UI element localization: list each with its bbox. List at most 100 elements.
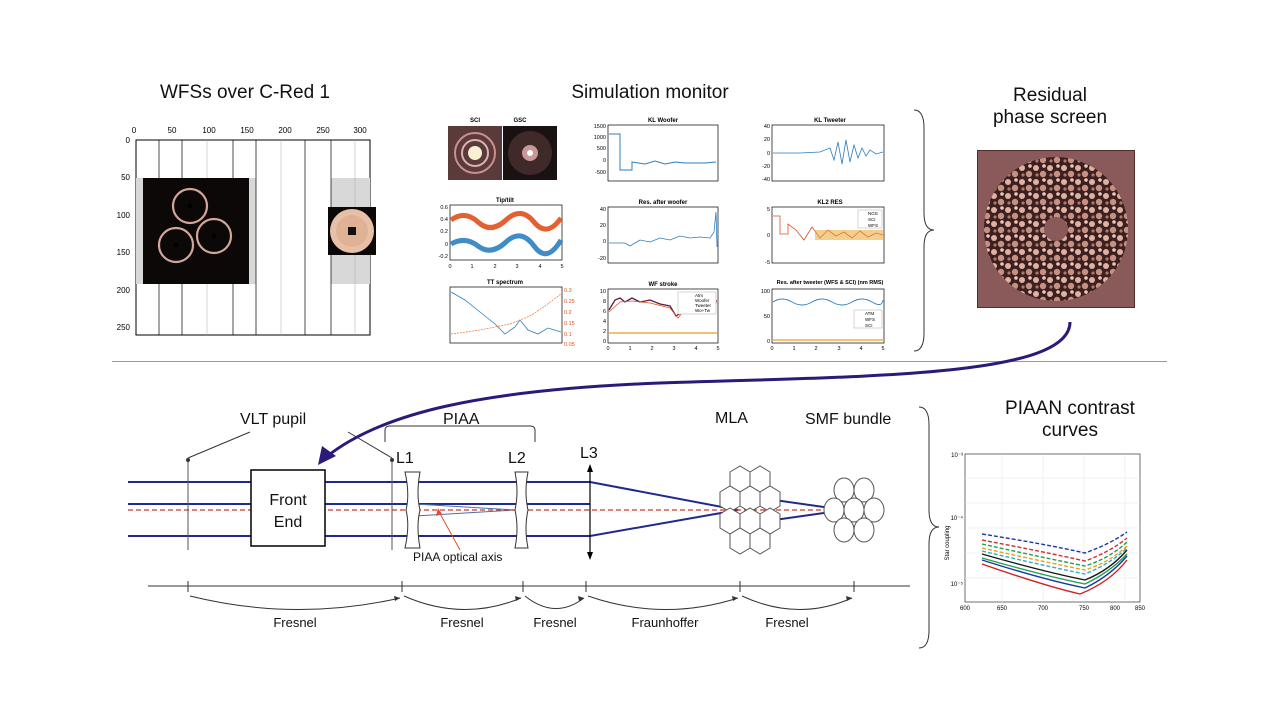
- ytick: -500: [595, 170, 606, 176]
- wfs-xtick: 300: [353, 126, 367, 135]
- legend-item: SCI: [865, 323, 873, 328]
- contrast-ytick: 10⁻⁴: [951, 515, 964, 522]
- plot-title-kl-tweeter: KL Tweeter: [814, 118, 846, 124]
- wfs-xtick: 150: [240, 126, 254, 135]
- xtick: 0: [770, 346, 773, 352]
- contrast-xtick: 750: [1079, 606, 1090, 612]
- ytick: -20: [762, 164, 770, 170]
- legend-item: ATM: [865, 311, 874, 316]
- wfs-ytick: 100: [117, 211, 131, 220]
- sim-monitor-title: Simulation monitor: [571, 82, 729, 103]
- wfs-image-panel: 0 50 100 150 200 250 300 0 50 100 150 20…: [117, 126, 376, 336]
- ytick: 20: [600, 223, 606, 229]
- xtick: 4: [694, 346, 697, 352]
- optical-layout: [128, 425, 910, 611]
- ytick: 0: [767, 151, 770, 157]
- contrast-brace: [918, 406, 940, 649]
- ytick: 40: [600, 207, 606, 213]
- xtick: 3: [672, 346, 675, 352]
- xtick: 0: [448, 264, 451, 270]
- stage-fresnel-1: Fresnel: [273, 615, 317, 630]
- xtick: 2: [650, 346, 653, 352]
- ytick: 500: [597, 146, 606, 152]
- contrast-xtick: 600: [960, 606, 971, 612]
- legend-item: NGS: [868, 211, 878, 216]
- wfs-xtick: 250: [316, 126, 330, 135]
- ytick: 1000: [594, 135, 606, 141]
- residual-title: Residual phase screen: [992, 85, 1108, 128]
- xtick: 2: [814, 346, 817, 352]
- wfs-xtick: 100: [202, 126, 216, 135]
- ytick: 5: [767, 207, 770, 213]
- xtick: 4: [859, 346, 862, 352]
- ytick-right: 0.15: [564, 321, 575, 327]
- stage-fresnel-2: Fresnel: [440, 615, 484, 630]
- wfs-xtick: 50: [168, 126, 177, 135]
- plot-title-wf-stroke: WF stroke: [648, 282, 678, 288]
- xtick: 3: [837, 346, 840, 352]
- l2-label: L2: [508, 450, 526, 467]
- plot-title-tt-spectrum: TT spectrum: [487, 280, 523, 286]
- plot-title-kl2-res: KL2 RES: [817, 200, 842, 206]
- xtick: 2: [493, 264, 496, 270]
- ytick: 0.4: [440, 217, 448, 223]
- ytick: 0.6: [440, 205, 448, 211]
- sim-brace: [913, 109, 935, 352]
- piaa-axis-label: PIAA optical axis: [413, 550, 503, 564]
- feedback-arrow: [318, 321, 1072, 465]
- legend-item: Wo+Tw: [695, 308, 711, 313]
- ytick: 1500: [594, 124, 606, 130]
- legend-item: Woofer: [695, 298, 710, 303]
- ytick: -20: [598, 256, 606, 262]
- xtick: 0: [606, 346, 609, 352]
- ytick: 0: [603, 339, 606, 345]
- ytick: 6: [603, 309, 606, 315]
- simulation-monitor-grid: SCI GSC KL Woofer 1500 1000 500 0 -500 K…: [439, 118, 885, 352]
- plot-title-tip-tilt: Tip/tilt: [496, 198, 514, 204]
- ytick: -0.2: [439, 254, 448, 260]
- ytick: 0: [767, 339, 770, 345]
- legend-item: Atm: [695, 293, 703, 298]
- ytick: 0: [445, 242, 448, 248]
- legend-item: Tweeter: [695, 303, 712, 308]
- smf-bundle-label: SMF bundle: [805, 411, 892, 428]
- xtick: 5: [881, 346, 884, 352]
- ytick: 0: [603, 239, 606, 245]
- legend-item: WFS: [868, 223, 878, 228]
- ytick: 50: [764, 314, 770, 320]
- smf-bundle: [823, 477, 885, 543]
- ytick-right: 0.05: [564, 342, 575, 348]
- contrast-ylabel: Star coupling: [945, 525, 951, 560]
- contrast-xtick: 850: [1135, 606, 1146, 612]
- legend-item: WFS: [865, 317, 875, 322]
- ytick: 2: [603, 329, 606, 335]
- contrast-xtick: 800: [1110, 606, 1121, 612]
- stage-fresnel-3: Fresnel: [533, 615, 577, 630]
- ytick-right: 0.2: [564, 310, 572, 316]
- contrast-ytick: 10⁻³: [951, 453, 963, 459]
- l1-label: L1: [396, 450, 414, 467]
- ytick: 0: [603, 158, 606, 164]
- contrast-curves-plot: Star coupling 10⁻³ 10⁻⁴ 10⁻⁵ 600 650 700…: [945, 453, 1146, 612]
- mla-label: MLA: [715, 410, 748, 427]
- front-end-label: Front End: [269, 492, 307, 531]
- mla-hexagons: [719, 465, 781, 555]
- wfs-xtick: 0: [132, 126, 137, 135]
- xtick: 1: [628, 346, 631, 352]
- ytick: -5: [765, 260, 770, 266]
- ytick: 8: [603, 299, 606, 305]
- vlt-pupil-label: VLT pupil: [240, 411, 307, 428]
- wfs-title: WFSs over C-Red 1: [160, 82, 330, 103]
- wfs-ytick: 200: [117, 286, 131, 295]
- ytick-right: 0.1: [564, 332, 572, 338]
- ytick: 100: [761, 289, 770, 295]
- piaa-label: PIAA: [443, 411, 480, 428]
- ytick: 20: [764, 137, 770, 143]
- plot-title-kl-woofer: KL Woofer: [648, 118, 679, 124]
- lens-l2: [514, 471, 529, 549]
- xtick: 1: [470, 264, 473, 270]
- ytick: -40: [762, 177, 770, 183]
- wfs-ytick: 150: [117, 248, 131, 257]
- section-divider: [112, 361, 1167, 362]
- xtick: 5: [560, 264, 563, 270]
